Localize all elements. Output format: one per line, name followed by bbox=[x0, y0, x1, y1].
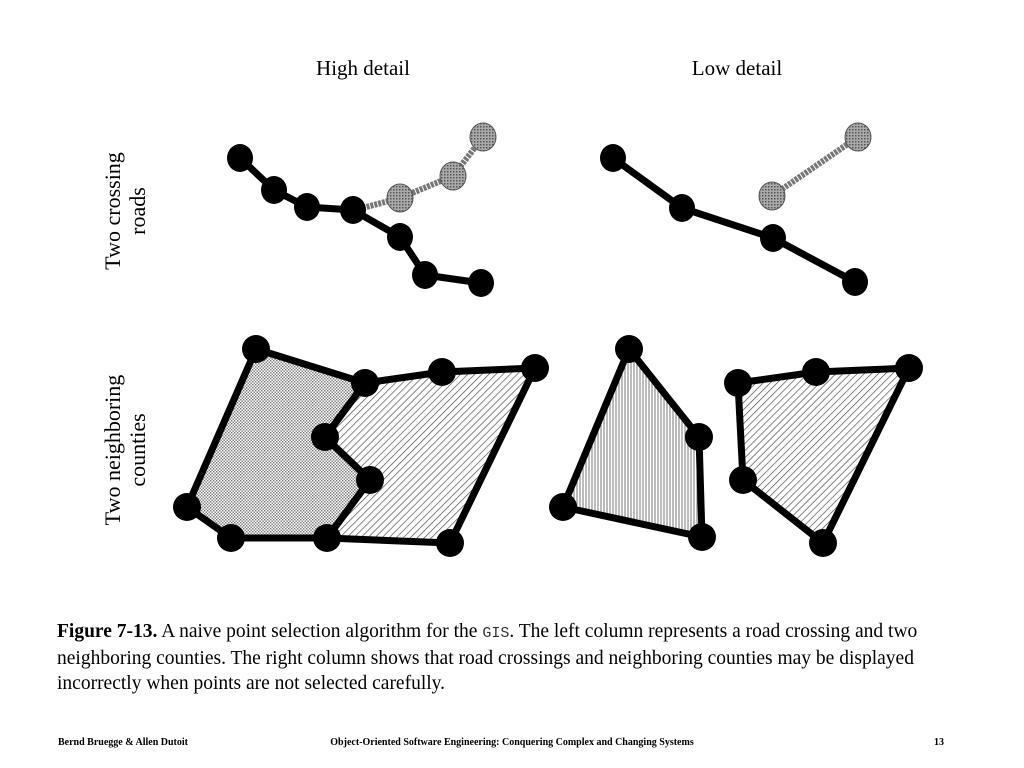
county-point bbox=[311, 423, 339, 451]
county-point bbox=[615, 335, 643, 363]
figure-number: Figure 7-13. bbox=[57, 621, 158, 642]
figure-caption: Figure 7-13. A naive point selection alg… bbox=[57, 619, 937, 696]
gray-road-high bbox=[354, 135, 486, 213]
road-point bbox=[468, 269, 494, 297]
gray-road-point bbox=[439, 161, 467, 191]
footer-authors: Bernd Bruegge & Allen Dutoit bbox=[58, 737, 188, 748]
road-point bbox=[669, 194, 695, 222]
caption-term: GIS bbox=[482, 625, 510, 642]
county-point bbox=[428, 358, 456, 386]
high-detail-roads bbox=[227, 122, 497, 297]
road-point bbox=[227, 144, 253, 172]
footer-book-title: Object-Oriented Software Engineering: Co… bbox=[330, 737, 694, 748]
county-point bbox=[729, 466, 757, 494]
county-point bbox=[724, 369, 752, 397]
road-point bbox=[294, 193, 320, 221]
county-point bbox=[356, 466, 384, 494]
road-point bbox=[842, 268, 868, 296]
county-point bbox=[217, 524, 245, 552]
county-point bbox=[802, 358, 830, 386]
road-point bbox=[387, 223, 413, 251]
black-road-low bbox=[610, 155, 857, 286]
county-point bbox=[809, 529, 837, 557]
county-point bbox=[688, 523, 716, 551]
road-point bbox=[412, 261, 438, 289]
low-detail-counties bbox=[549, 335, 923, 557]
road-point bbox=[760, 224, 786, 252]
county-point bbox=[173, 493, 201, 521]
county-right-high bbox=[321, 364, 539, 547]
county-right-low bbox=[734, 364, 913, 547]
gray-road-low bbox=[770, 134, 860, 199]
county-point bbox=[549, 493, 577, 521]
county-left-low bbox=[559, 345, 706, 541]
footer-page-number: 13 bbox=[934, 737, 944, 748]
county-point bbox=[895, 354, 923, 382]
gray-road-point bbox=[469, 122, 497, 152]
county-point bbox=[351, 369, 379, 397]
road-point bbox=[600, 144, 626, 172]
gray-road-point bbox=[844, 122, 872, 152]
caption-text-after: . The left column represents a road cros… bbox=[57, 621, 918, 694]
road-point bbox=[340, 196, 366, 224]
county-point bbox=[685, 423, 713, 451]
county-point bbox=[521, 354, 549, 382]
gray-road-point bbox=[758, 181, 786, 211]
high-detail-counties bbox=[173, 335, 549, 557]
gis-diagram bbox=[173, 122, 923, 557]
low-detail-roads bbox=[600, 122, 872, 296]
county-point bbox=[436, 529, 464, 557]
road-point bbox=[261, 176, 287, 204]
caption-text-before: A naive point selection algorithm for th… bbox=[157, 621, 483, 642]
column-title-high-detail: High detail bbox=[316, 56, 410, 80]
column-title-low-detail: Low detail bbox=[691, 56, 783, 80]
gray-road-point bbox=[386, 183, 414, 213]
county-point bbox=[242, 335, 270, 363]
county-point bbox=[313, 524, 341, 552]
